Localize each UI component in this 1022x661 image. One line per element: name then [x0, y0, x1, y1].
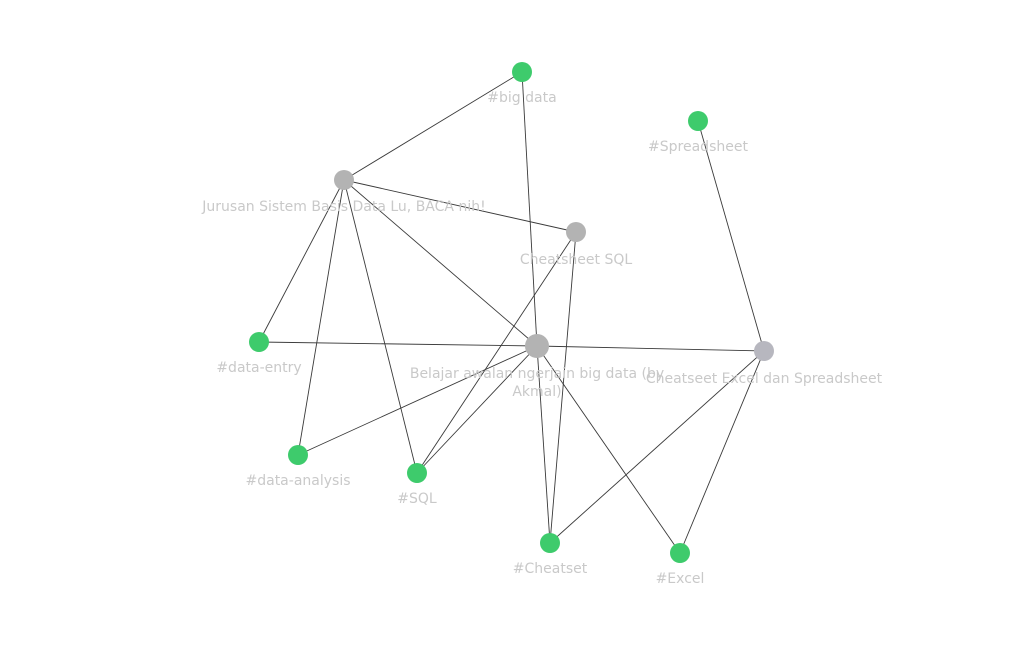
edge-bigdata-belajar	[521, 71, 538, 347]
node-label-cheatsheet-sql: Cheatsheet SQL	[520, 252, 633, 268]
edge-belajar-data_analysis	[297, 345, 538, 456]
edge-cheatsheet_sql-sql	[416, 231, 577, 474]
edge-belajar-cheatseet_excel	[536, 345, 765, 352]
edge-spreadsheet-cheatseet_excel	[697, 120, 765, 352]
edge-cheatsheet_sql-cheatset	[549, 231, 577, 544]
node-label-cheatset: #Cheatset	[513, 561, 588, 577]
edge-jurusan-sql	[343, 179, 418, 474]
edge-jurusan-bigdata	[343, 71, 523, 181]
tag-node-data-entry[interactable]	[249, 332, 269, 352]
note-node-belajar[interactable]	[525, 334, 549, 358]
node-label-data-analysis: #data-analysis	[246, 473, 351, 489]
edge-belajar-excel	[536, 345, 681, 554]
edge-jurusan-data_analysis	[297, 179, 345, 456]
edge-jurusan-belajar	[343, 179, 538, 347]
edge-cheatseet_excel-cheatset	[549, 350, 765, 544]
edge-belajar-cheatset	[536, 345, 551, 544]
node-label-sql: #SQL	[397, 491, 437, 507]
edge-jurusan-data_entry	[258, 179, 345, 343]
note-node-cheatseet-excel[interactable]	[754, 341, 774, 361]
node-label-excel: #Excel	[656, 571, 705, 587]
node-label-jurusan: Jurusan Sistem Basis Data Lu, BACA nih!	[201, 199, 485, 215]
tag-node-cheatset[interactable]	[540, 533, 560, 553]
edge-data_entry-belajar	[258, 341, 538, 347]
edge-belajar-sql	[416, 345, 538, 474]
node-label-bigdata: #big data	[487, 90, 556, 106]
tag-node-data-analysis[interactable]	[288, 445, 308, 465]
tag-node-bigdata[interactable]	[512, 62, 532, 82]
note-node-cheatsheet-sql[interactable]	[566, 222, 586, 242]
edge-cheatseet_excel-excel	[679, 350, 765, 554]
tag-node-excel[interactable]	[670, 543, 690, 563]
edges-layer	[258, 71, 765, 554]
node-label-spreadsheet: #Spreadsheet	[648, 139, 748, 155]
edge-jurusan-cheatsheet_sql	[343, 179, 577, 233]
nodes-layer	[249, 62, 774, 563]
tag-node-sql[interactable]	[407, 463, 427, 483]
note-node-jurusan[interactable]	[334, 170, 354, 190]
node-label-cheatseet-excel: Cheatseet Excel dan Spreadsheet	[646, 371, 883, 387]
tag-node-spreadsheet[interactable]	[688, 111, 708, 131]
node-label-data-entry: #data-entry	[216, 360, 301, 376]
